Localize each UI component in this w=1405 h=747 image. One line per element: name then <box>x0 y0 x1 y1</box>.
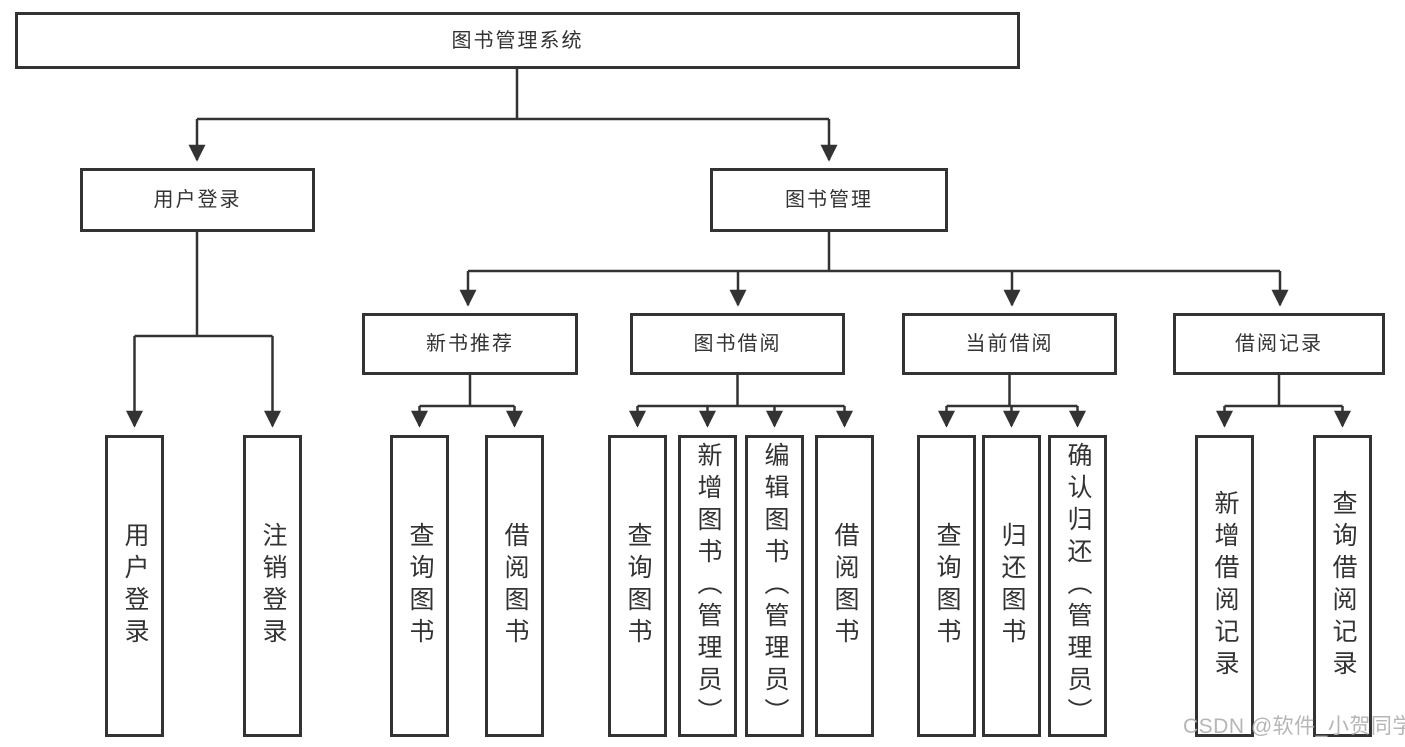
leaf-borrow-books-borrowing: 借阅图书 <box>815 435 874 737</box>
leaf-query-books-borrowing: 查询图书 <box>608 435 667 737</box>
node-library-management-system: 图书管理系统 <box>15 12 1020 69</box>
leaf-label: 新增借阅记录 <box>1211 490 1239 682</box>
leaf-add-borrow-record: 新增借阅记录 <box>1195 435 1254 737</box>
leaf-query-borrow-record: 查询借阅记录 <box>1313 435 1372 737</box>
leaf-query-books-recommendation: 查询图书 <box>390 435 449 737</box>
leaf-label: 归还图书 <box>998 522 1026 650</box>
node-user-login: 用户登录 <box>80 168 315 232</box>
node-new-book-recommendation: 新书推荐 <box>362 313 578 375</box>
leaf-query-books-current: 查询图书 <box>917 435 976 737</box>
leaf-return-books: 归还图书 <box>982 435 1041 737</box>
leaf-confirm-return-admin: 确认归还（管理员） <box>1048 435 1107 737</box>
leaf-label: 查询借阅记录 <box>1329 490 1357 682</box>
leaf-borrow-books-recommendation: 借阅图书 <box>485 435 544 737</box>
leaf-label: 新增图书（管理员） <box>694 442 722 730</box>
leaf-label: 借阅图书 <box>831 522 859 650</box>
leaf-label: 编辑图书（管理员） <box>761 442 789 730</box>
leaf-user-login: 用户登录 <box>105 435 164 737</box>
node-book-management: 图书管理 <box>710 168 948 232</box>
leaf-label: 用户登录 <box>121 522 149 650</box>
leaf-logout: 注销登录 <box>243 435 302 737</box>
csdn-watermark: CSDN @软件_小贺同学 <box>1183 715 1405 738</box>
leaf-label: 查询图书 <box>624 522 652 650</box>
leaf-label: 查询图书 <box>933 522 961 650</box>
leaf-label: 注销登录 <box>259 522 287 650</box>
leaf-label: 借阅图书 <box>501 522 529 650</box>
leaf-label: 确认归还（管理员） <box>1064 442 1092 730</box>
leaf-label: 查询图书 <box>406 522 434 650</box>
node-current-borrowing: 当前借阅 <box>902 313 1117 375</box>
leaf-add-book-admin: 新增图书（管理员） <box>678 435 737 737</box>
node-book-borrowing: 图书借阅 <box>630 313 845 375</box>
node-borrowing-records: 借阅记录 <box>1173 313 1385 375</box>
leaf-edit-book-admin: 编辑图书（管理员） <box>745 435 804 737</box>
